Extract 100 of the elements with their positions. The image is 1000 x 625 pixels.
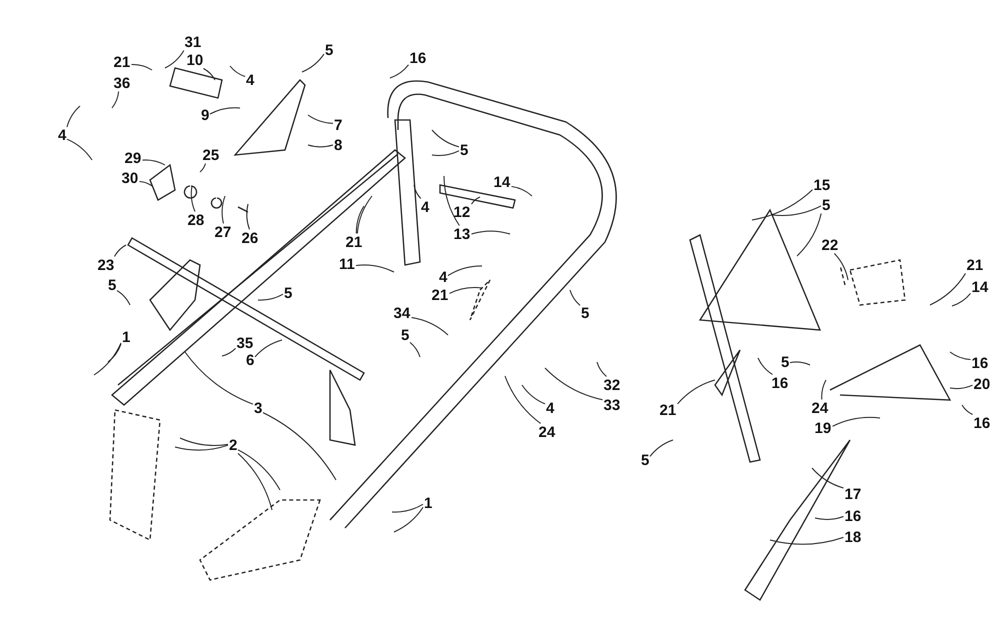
callout-number: 21 [114,54,130,70]
leader-line [390,64,409,78]
leader-line [511,186,532,196]
leader-line [210,107,240,114]
leader-line [66,106,80,128]
leader-line [356,206,364,234]
leader-line [116,290,130,306]
leader-line [108,343,122,362]
callout-number: 9 [201,106,210,124]
callout-number: 1 [122,328,130,346]
callout-number: 28 [188,212,204,228]
leader-line [814,516,844,520]
leader-line [832,416,880,427]
leader-line [139,180,152,186]
callout-number: 33 [604,396,620,414]
leader-line [356,264,394,272]
leader-line [834,253,848,280]
leader-line [238,449,280,490]
leader-line [258,294,284,301]
leader-line [432,130,460,148]
leader-line [471,196,480,205]
leader-line [411,317,448,336]
leader-line [238,452,272,510]
callout-number: 16 [844,508,862,524]
callout-number: 10 [186,52,204,68]
callout-number: 5 [108,276,116,294]
leader-line [471,230,510,234]
callout-number: 36 [114,74,130,92]
callout-number: 2 [229,436,238,454]
callout-number: 3 [254,400,262,416]
callout-number: 31 [184,34,202,50]
callout-number: 12 [454,204,470,220]
leader-line [203,68,216,80]
leader-line [821,380,826,400]
callout-number: 7 [334,116,342,134]
leader-line [770,536,844,545]
callout-number: 21 [966,256,984,274]
leader-line [200,163,206,172]
callout-number: 5 [284,284,292,302]
callout-number: 13 [454,226,470,242]
leader-line [222,196,226,224]
leader-line [796,213,822,256]
callout-number: 5 [641,452,650,468]
leader-line [180,438,228,446]
leader-line [650,440,674,457]
callout-number: 6 [246,352,254,368]
leader-line [677,380,716,404]
leader-line [952,292,971,306]
callout-number: 4 [58,126,66,144]
leader-line [190,186,196,212]
callout-number: 22 [822,236,838,254]
callout-number: 4 [421,198,430,216]
callout-number: 21 [432,286,448,304]
leader-line [66,138,92,160]
callout-number: 30 [122,170,138,186]
leader-line [448,266,482,276]
leader-line [570,290,580,306]
callout-number: 5 [401,326,410,344]
leader-line [950,384,973,390]
callout-number: 18 [844,528,862,546]
callout-number: 5 [325,42,334,58]
callout-number: 21 [346,234,362,250]
callout-number: 8 [334,136,342,154]
leader-line [94,342,122,376]
leader-line [950,352,971,360]
leader-line [449,287,482,294]
leader-line [410,342,420,358]
leader-line [222,348,236,356]
leader-line [262,412,336,480]
callout-number: 29 [124,150,142,166]
callout-number: 4 [439,268,448,286]
leader-line [414,184,422,199]
callout-number: 32 [604,376,620,394]
callout-number: 4 [246,72,254,88]
leader-line [930,272,966,306]
callout-number: 4 [546,400,554,416]
callout-number: 5 [781,354,790,370]
leader-line [112,91,120,108]
leader-line [752,189,813,220]
callout-number: 26 [242,230,258,246]
callout-number: 16 [772,374,788,392]
leader-line [184,352,254,405]
callout-number: 35 [236,334,254,352]
leader-line [812,468,844,488]
leader-line [308,144,334,148]
callout-number: 14 [494,174,510,190]
callout-number: 16 [410,50,426,66]
callout-number: 25 [202,146,220,164]
callout-number: 5 [822,196,830,214]
callout-number: 20 [974,376,990,392]
leader-line [246,204,250,230]
callout-number: 21 [660,402,676,418]
leader-line [444,176,460,226]
callout-number: 17 [844,486,862,502]
leader-line [962,404,974,415]
leader-line [772,205,822,216]
leader-line [174,444,228,451]
leader-line [394,506,424,532]
leader-line [392,504,424,513]
leader-line [790,362,810,366]
